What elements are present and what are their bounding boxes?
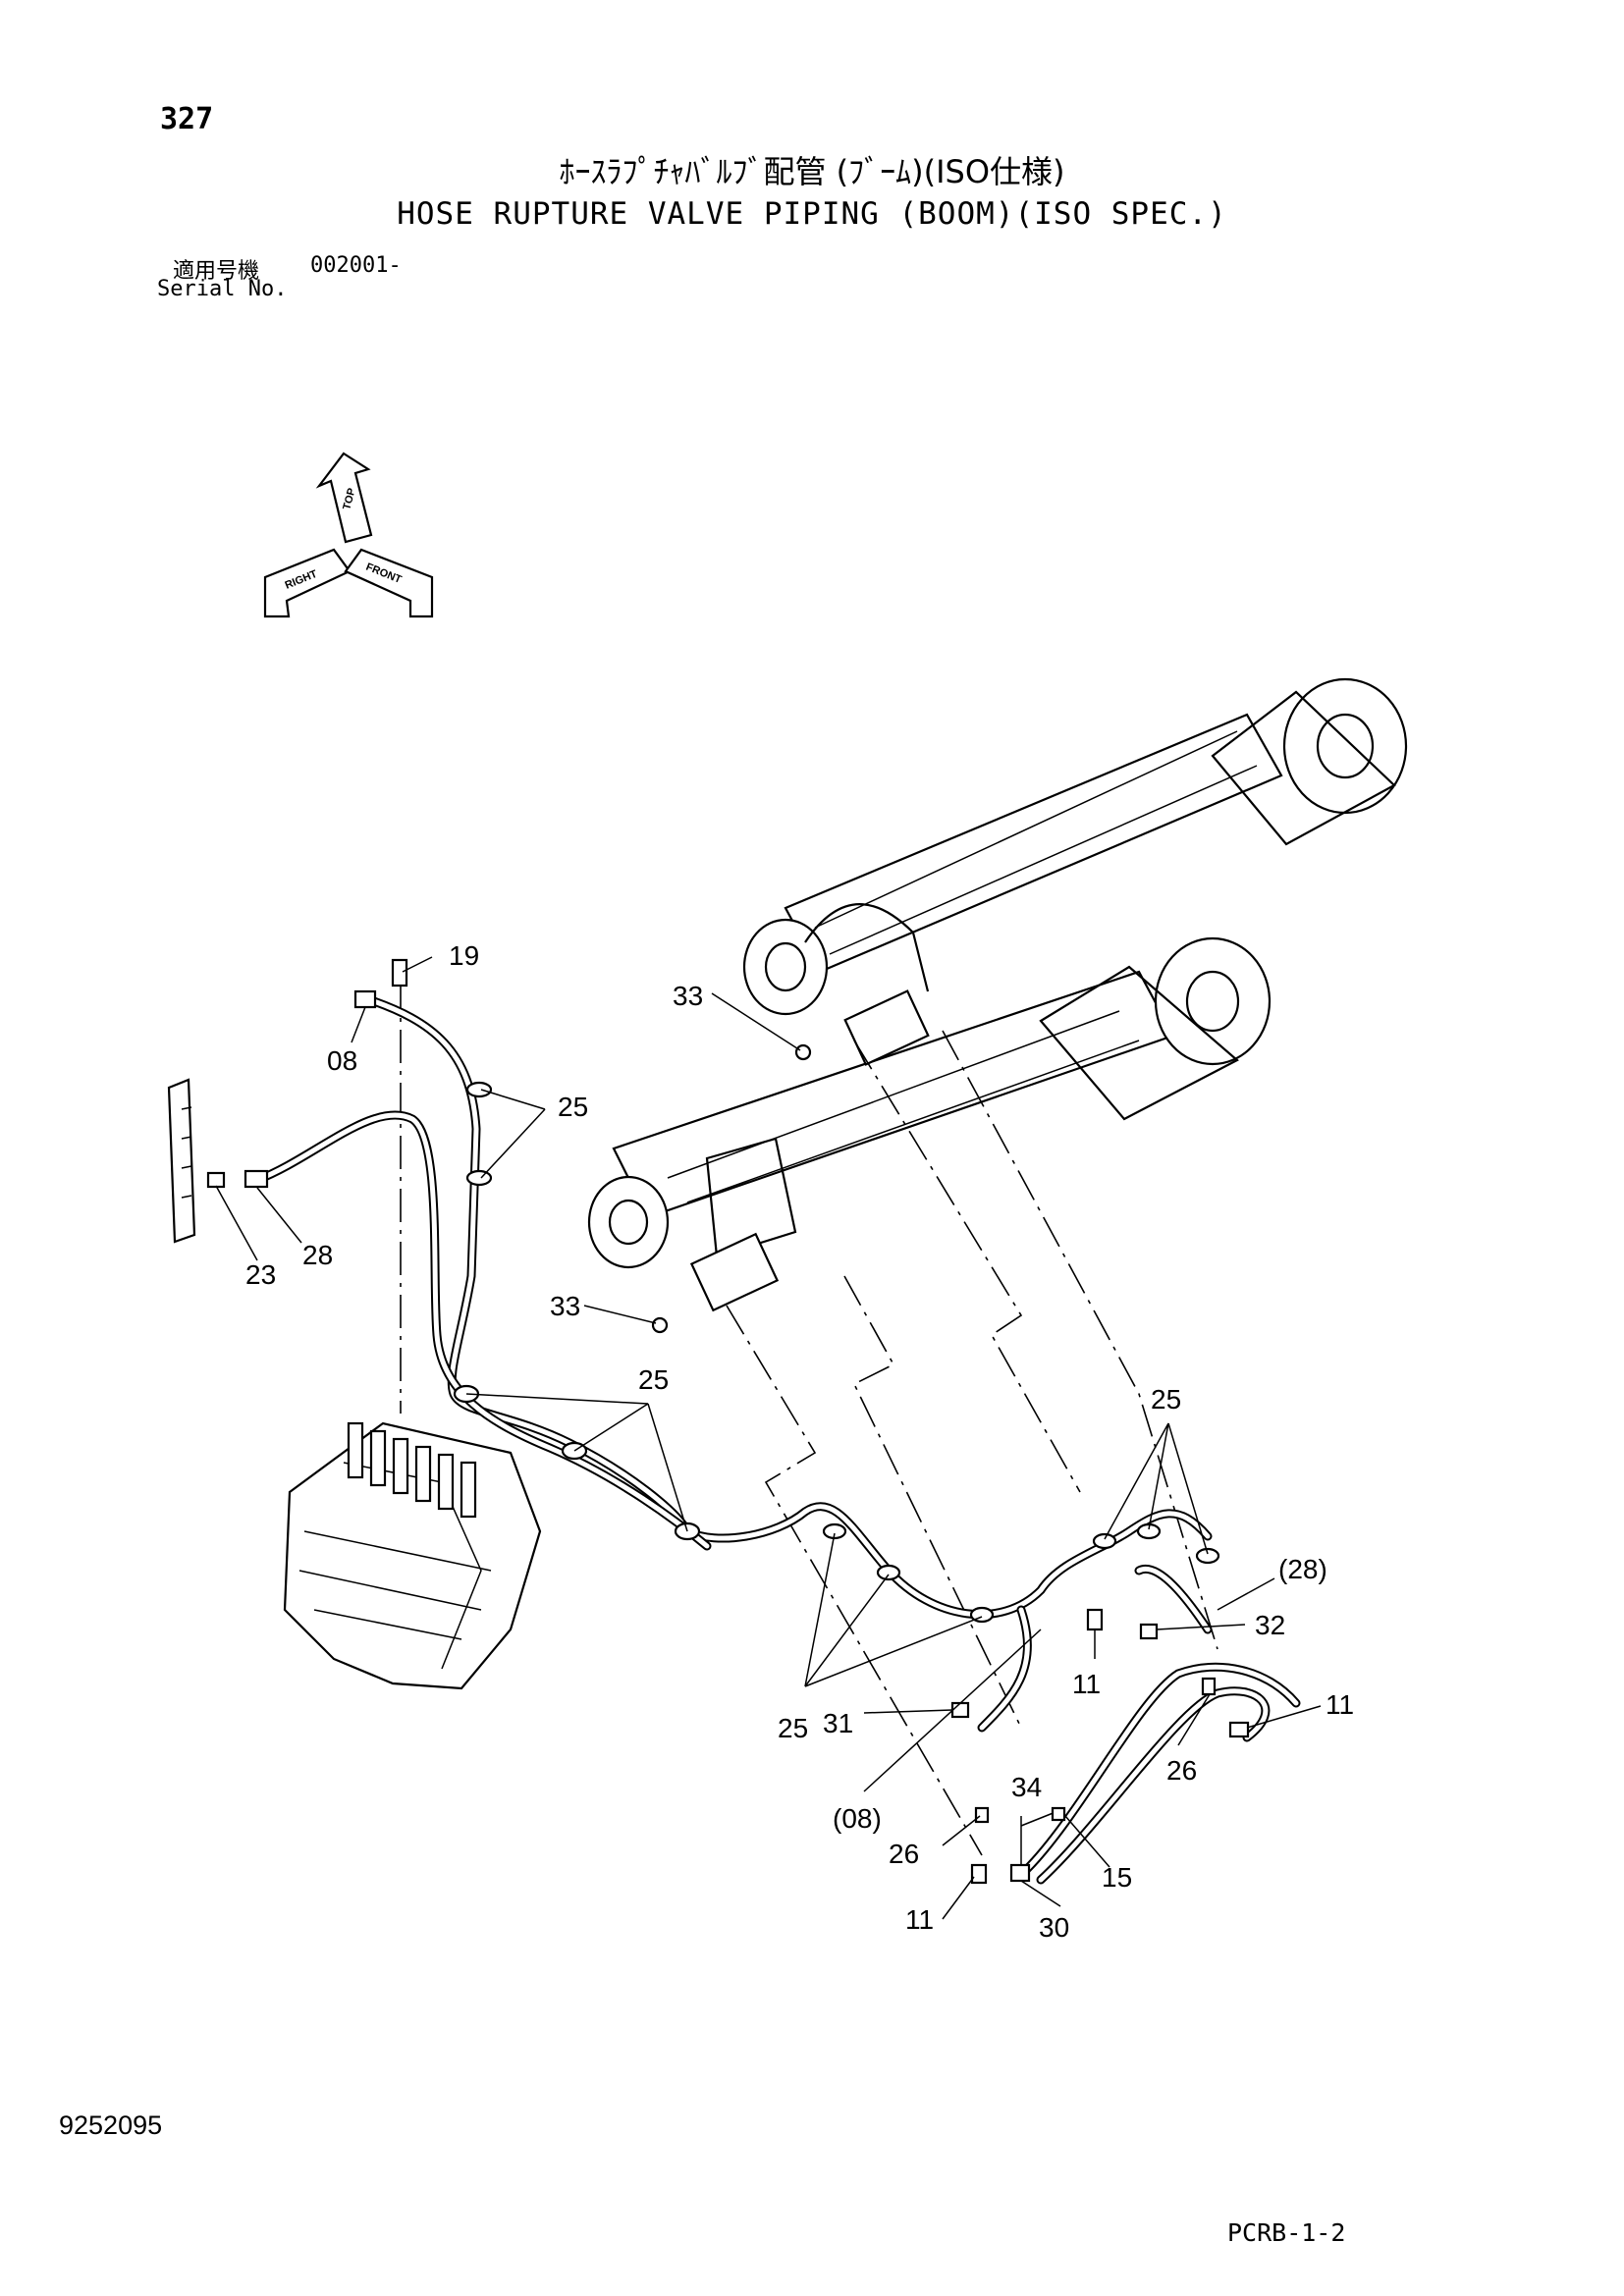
callout-28: 28 (302, 1240, 333, 1270)
hose-clamps (453, 1081, 1220, 1624)
page-code: PCRB-1-2 (1227, 2218, 1346, 2247)
front-arrow-icon (344, 548, 434, 618)
upper-boom-cylinder (742, 677, 1408, 1016)
bolt-33-lower (651, 1316, 669, 1334)
page-number: 327 (160, 102, 214, 136)
fitting-28 (244, 1169, 269, 1189)
clamp (876, 1564, 901, 1581)
callout-11: 11 (1326, 1689, 1354, 1720)
fitting-08 (353, 989, 377, 1009)
callout-28-ref: (28) (1278, 1554, 1327, 1584)
fitting-26-b (974, 1806, 990, 1824)
callout-11: 11 (905, 1904, 934, 1935)
fitting-30 (1009, 1863, 1031, 1883)
fitting-23 (206, 1171, 226, 1189)
clamp (465, 1081, 493, 1098)
serial-label-japanese: 適用号機 (173, 259, 260, 284)
pilot-hoses (252, 994, 1301, 1885)
callout-labels: 19 08 25 23 28 33 33 25 25 (28) 32 11 11… (245, 940, 1354, 1943)
document-number: 9252095 (59, 2110, 163, 2140)
right-arrow-icon (263, 548, 352, 618)
callout-26: 26 (1166, 1755, 1197, 1786)
upper-rupture-valve (843, 989, 930, 1066)
callout-30: 30 (1039, 1912, 1069, 1943)
center-lines (400, 977, 1218, 1856)
fitting-34 (1051, 1806, 1066, 1822)
clamp (822, 1522, 847, 1540)
callout-31: 31 (823, 1708, 853, 1738)
top-arrow-icon (315, 452, 373, 544)
control-valve (283, 1421, 542, 1690)
clamp (1092, 1532, 1117, 1550)
callout-26: 26 (889, 1839, 919, 1869)
clamp (1136, 1522, 1162, 1540)
clamp (1195, 1547, 1220, 1565)
orientation-indicator: TOP RIGHT FRONT (263, 452, 434, 618)
callout-19: 19 (449, 940, 479, 971)
callout-08: 08 (327, 1045, 357, 1076)
title-japanese: ﾎｰｽﾗﾌﾟﾁｬﾊﾞﾙﾌﾞ配管 (ﾌﾞｰﾑ)(ISO仕様) (559, 153, 1065, 190)
callout-33: 33 (550, 1291, 580, 1321)
callout-15: 15 (1102, 1862, 1132, 1893)
fitting-19 (391, 958, 408, 988)
callout-11: 11 (1072, 1669, 1101, 1699)
callout-34: 34 (1011, 1772, 1042, 1802)
fitting-26-a (1201, 1677, 1217, 1696)
fitting-11-a (1086, 1608, 1104, 1631)
lower-boom-cylinder (587, 936, 1272, 1269)
leader-lines (215, 956, 1322, 1920)
fitting-11-c (970, 1863, 988, 1885)
serial-number-value: 002001- (310, 253, 402, 278)
fittings (206, 958, 1250, 1885)
callout-25: 25 (558, 1092, 588, 1122)
callout-25: 25 (1151, 1384, 1181, 1415)
fitting-31 (950, 1701, 970, 1719)
fitting-32 (1139, 1623, 1159, 1640)
fitting-11-b (1228, 1721, 1250, 1738)
title-english: HOSE RUPTURE VALVE PIPING (BOOM)(ISO SPE… (397, 196, 1227, 232)
callout-25: 25 (638, 1364, 669, 1395)
callout-25: 25 (778, 1713, 808, 1743)
bolt-33-upper (794, 1043, 812, 1061)
lower-rupture-valve (689, 1232, 780, 1312)
callout-23: 23 (245, 1259, 276, 1290)
mounting-bracket (167, 1078, 196, 1244)
callout-32: 32 (1255, 1610, 1285, 1640)
serial-label-english: Serial No. (157, 277, 288, 301)
clamp (465, 1169, 493, 1187)
orientation-top-label: TOP (341, 487, 357, 511)
callout-33: 33 (673, 981, 703, 1011)
callout-08-ref: (08) (833, 1803, 882, 1834)
